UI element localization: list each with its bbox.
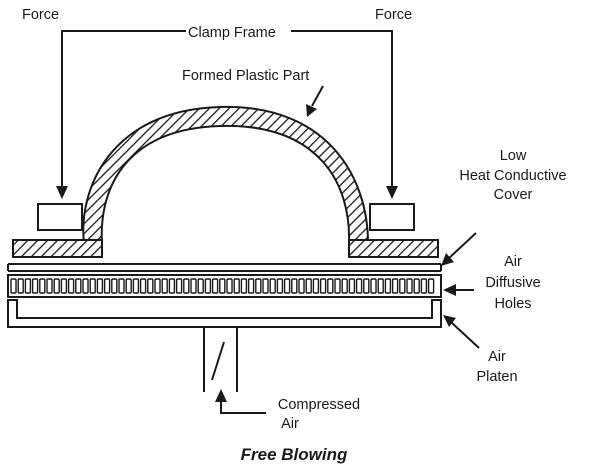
formed-part-label: Formed Plastic Part bbox=[182, 68, 309, 84]
air-hole bbox=[420, 278, 428, 294]
air-hole bbox=[305, 278, 312, 294]
air-hole bbox=[276, 278, 284, 294]
air-hole bbox=[139, 278, 147, 294]
air-hole bbox=[211, 278, 219, 294]
air-hole bbox=[89, 278, 96, 294]
air-hole bbox=[168, 278, 176, 294]
air-hole bbox=[319, 278, 327, 294]
air-hole bbox=[370, 278, 377, 294]
air-hole bbox=[413, 278, 420, 294]
air-hole bbox=[255, 278, 262, 294]
compressed-air-label-line2: Air bbox=[281, 416, 299, 432]
compressed-air-label-line1: Compressed bbox=[278, 397, 360, 413]
clamp-frame-left bbox=[12, 239, 103, 258]
air-hole bbox=[291, 278, 298, 294]
air-hole bbox=[384, 278, 392, 294]
force-block-left bbox=[37, 203, 83, 231]
compressed-air-arrow bbox=[215, 389, 266, 414]
air-holes-label-line1: Air bbox=[504, 254, 522, 270]
air-hole bbox=[147, 278, 154, 294]
air-hole bbox=[298, 278, 305, 294]
air-hole bbox=[348, 278, 356, 294]
air-hole bbox=[125, 278, 132, 294]
air-hole bbox=[39, 278, 46, 294]
air-hole bbox=[197, 278, 204, 294]
cover-label-line3: Cover bbox=[494, 187, 533, 203]
air-hole bbox=[190, 278, 197, 294]
air-hole bbox=[226, 278, 233, 294]
air-hole bbox=[24, 278, 32, 294]
air-hole bbox=[154, 278, 161, 294]
air-platen bbox=[7, 299, 442, 328]
air-hole bbox=[219, 278, 226, 294]
air-hole bbox=[103, 278, 111, 294]
air-hole bbox=[233, 278, 240, 294]
air-hole bbox=[175, 278, 183, 294]
air-hole bbox=[262, 278, 269, 294]
compressed-air-pipe bbox=[203, 327, 238, 392]
platen-leader-arrow bbox=[443, 315, 480, 349]
cover-label-line1: Low bbox=[500, 148, 527, 164]
air-hole bbox=[269, 278, 276, 294]
low-heat-conductive-cover bbox=[7, 263, 442, 272]
cover-label-line2: Heat Conductive bbox=[459, 168, 566, 184]
air-hole bbox=[46, 278, 53, 294]
air-hole bbox=[60, 278, 68, 294]
air-hole bbox=[53, 278, 60, 294]
air-hole bbox=[247, 278, 255, 294]
air-hole bbox=[377, 278, 384, 294]
air-holes-leader-arrow bbox=[443, 284, 474, 296]
force-right-label: Force bbox=[375, 7, 412, 23]
cover-leader-arrow bbox=[441, 232, 477, 266]
air-hole bbox=[82, 278, 89, 294]
clamp-frame-right bbox=[348, 239, 439, 258]
formed-plastic-dome bbox=[82, 105, 370, 244]
air-hole bbox=[391, 278, 399, 294]
formed-part-leader-arrow bbox=[306, 85, 324, 117]
air-hole bbox=[341, 278, 348, 294]
air-hole bbox=[10, 278, 17, 294]
air-holes-label-line2: Diffusive bbox=[485, 275, 540, 291]
air-hole bbox=[17, 278, 24, 294]
platen-label-line2: Platen bbox=[476, 369, 517, 385]
force-left-label: Force bbox=[22, 7, 59, 23]
air-hole bbox=[204, 278, 212, 294]
air-hole bbox=[118, 278, 125, 294]
air-diffusive-holes-plate bbox=[7, 274, 442, 298]
air-hole bbox=[132, 278, 140, 294]
air-hole bbox=[96, 278, 104, 294]
air-hole bbox=[427, 278, 435, 294]
air-hole bbox=[240, 278, 248, 294]
air-hole bbox=[31, 278, 39, 294]
air-hole bbox=[312, 278, 320, 294]
air-hole bbox=[327, 278, 334, 294]
air-hole bbox=[161, 278, 168, 294]
air-hole bbox=[355, 278, 363, 294]
air-hole bbox=[75, 278, 82, 294]
air-hole bbox=[334, 278, 341, 294]
air-hole bbox=[283, 278, 291, 294]
force-leader-right bbox=[291, 30, 398, 199]
air-holes-label-line3: Holes bbox=[494, 296, 531, 312]
air-hole bbox=[111, 278, 118, 294]
air-hole bbox=[363, 278, 370, 294]
air-hole bbox=[399, 278, 406, 294]
platen-label-line1: Air bbox=[488, 349, 506, 365]
air-hole bbox=[67, 278, 75, 294]
air-hole bbox=[183, 278, 190, 294]
air-hole bbox=[406, 278, 413, 294]
clamp-frame-label: Clamp Frame bbox=[188, 25, 276, 41]
force-block-right bbox=[369, 203, 415, 231]
force-leader-left bbox=[56, 30, 186, 199]
figure-caption: Free Blowing bbox=[241, 445, 348, 464]
